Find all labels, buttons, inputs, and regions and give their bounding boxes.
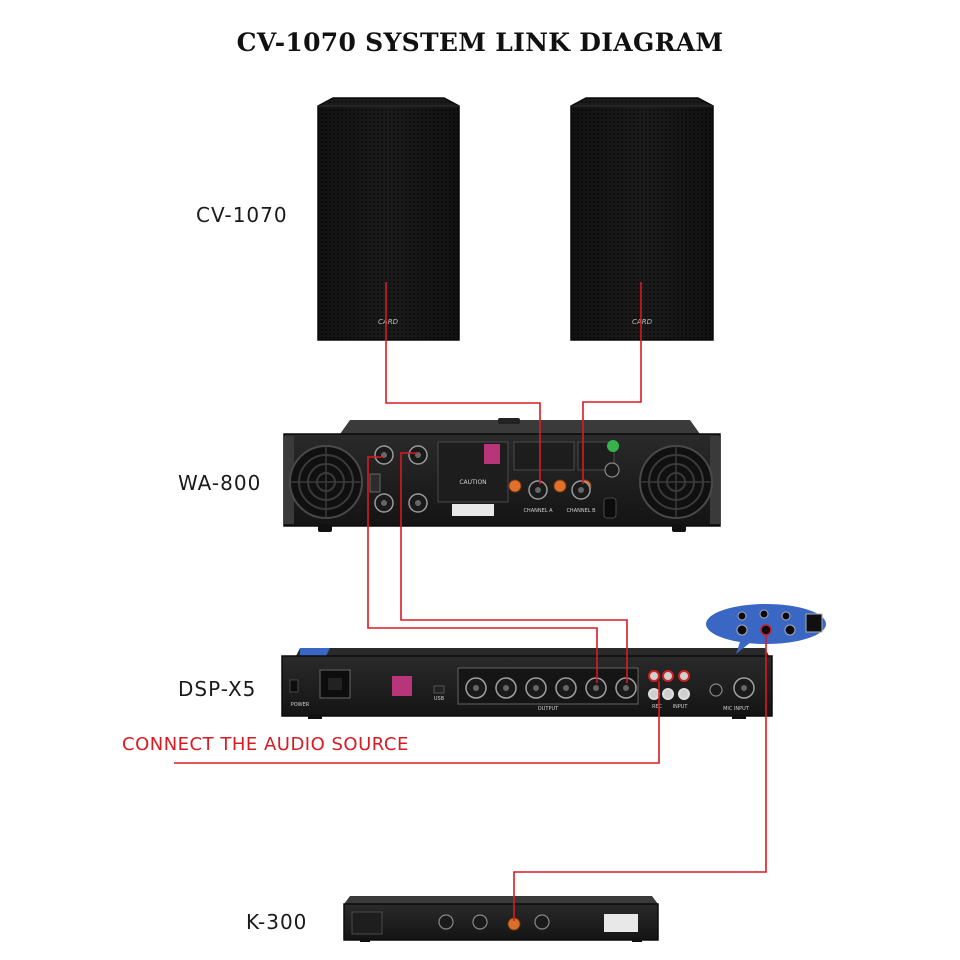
amplifier-channel-a-label: CHANNEL A [523, 508, 553, 514]
wire-amp-input-a-to-dsp [367, 456, 598, 683]
wire-amp-input-b-to-dsp [400, 452, 628, 683]
processor-mic-input-label: MIC INPUT [723, 706, 750, 712]
processor-power-section [289, 669, 445, 699]
speaker-left-logo: CARD [378, 318, 399, 326]
wire-mixer-to-dsp-mic [513, 635, 767, 921]
processor-rec-label: REC [652, 704, 663, 710]
mic-input-zoom-inset [706, 604, 826, 654]
processor-power-label: POWER [291, 702, 310, 708]
amplifier-caution-label: CAUTION [459, 479, 486, 486]
speaker-left [317, 97, 460, 341]
processor-input-label: INPUT [673, 704, 689, 710]
speaker-right-logo: CARD [632, 318, 653, 326]
wire-audio-source-to-dsp [174, 681, 660, 764]
processor-output-label: OUTPUT [538, 706, 559, 712]
audio-source-label: CONNECT THE AUDIO SOURCE [122, 734, 409, 755]
amplifier-fan-right [639, 445, 713, 519]
processor-output-jacks [457, 667, 639, 705]
speaker-right [570, 97, 714, 341]
label-processor: DSP-X5 [178, 677, 257, 701]
amplifier-output-terminals [508, 479, 592, 500]
amplifier-channel-b-label: CHANNEL B [566, 508, 596, 514]
label-mixer: K-300 [246, 910, 308, 934]
wire-speaker-right-to-amp [582, 282, 642, 484]
connection-wires [174, 282, 767, 921]
diagram-title: CV-1070 SYSTEM LINK DIAGRAM [236, 28, 724, 57]
amplifier-input-jacks [369, 445, 428, 513]
amplifier-power-section [603, 440, 620, 519]
processor-mic-input [709, 677, 755, 699]
amplifier-fan-left [289, 445, 363, 519]
mixer-chassis [343, 896, 659, 942]
processor-usb-label: USB [434, 696, 445, 702]
label-amplifier: WA-800 [178, 471, 262, 495]
wire-speaker-left-to-amp [385, 282, 541, 484]
label-speaker: CV-1070 [196, 203, 288, 227]
